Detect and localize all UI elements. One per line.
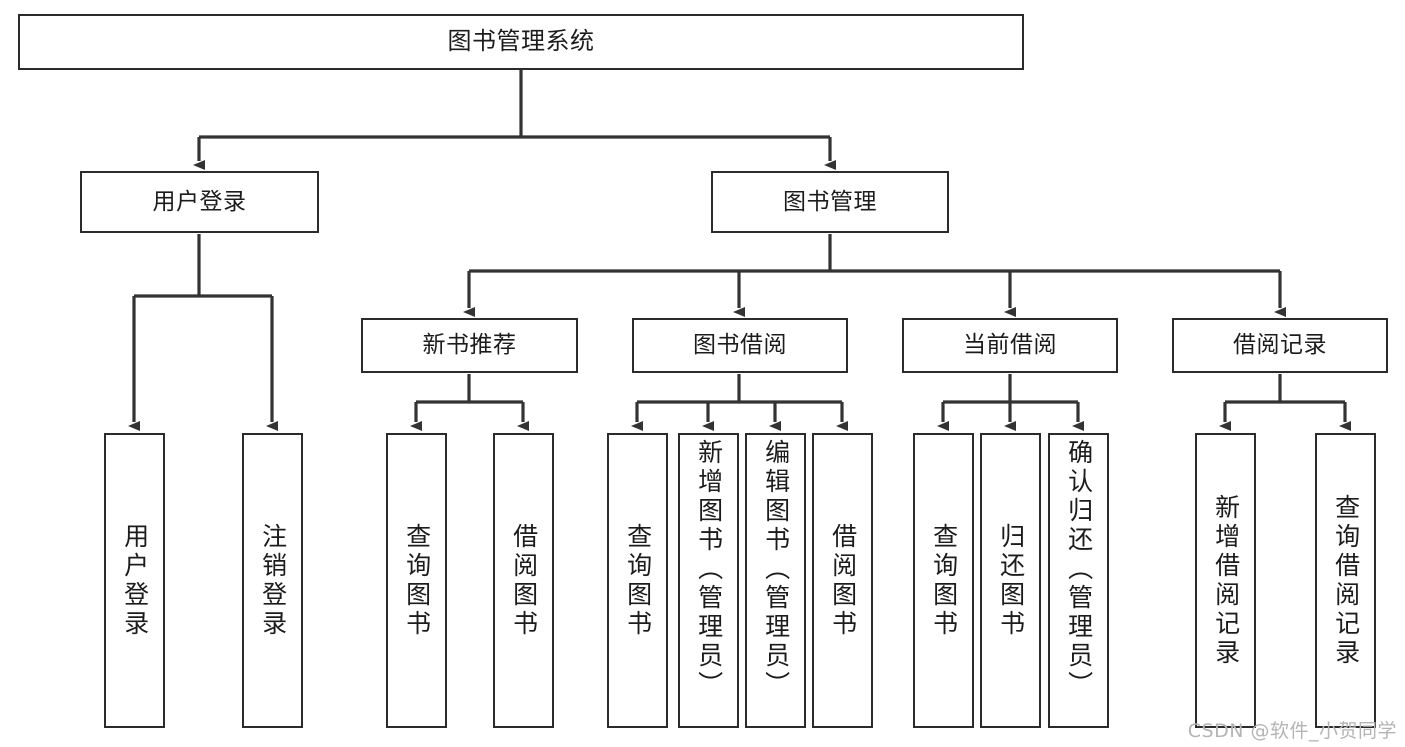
node-leaf-logout[interactable]: 注销登录 (242, 433, 303, 728)
node-leaf-add-book[interactable]: 新增图书（管理员） (678, 433, 739, 728)
node-user-login[interactable]: 用户登录 (80, 171, 319, 233)
node-leaf-borrow-book-rec[interactable]: 借阅图书 (493, 433, 554, 728)
node-borrow-record[interactable]: 借阅记录 (1172, 318, 1388, 373)
node-leaf-edit-book-label: 编辑图书（管理员） (761, 439, 791, 700)
node-leaf-query-book-borrow[interactable]: 查询图书 (607, 433, 668, 728)
node-leaf-borrow-book-rec-label: 借阅图书 (509, 522, 539, 639)
node-leaf-query-book-current[interactable]: 查询图书 (913, 433, 974, 728)
node-leaf-user-login[interactable]: 用户登录 (104, 433, 165, 728)
node-leaf-user-login-label: 用户登录 (120, 522, 150, 639)
node-leaf-borrow-book[interactable]: 借阅图书 (812, 433, 873, 728)
node-leaf-query-record-label: 查询借阅记录 (1331, 493, 1361, 668)
node-leaf-add-record-label: 新增借阅记录 (1211, 493, 1241, 668)
node-book-manage[interactable]: 图书管理 (711, 171, 949, 233)
node-user-login-label: 用户登录 (152, 188, 247, 215)
node-new-book-rec-label: 新书推荐 (422, 332, 517, 359)
node-leaf-query-book-rec-label: 查询图书 (402, 522, 432, 639)
node-book-borrow-label: 图书借阅 (693, 332, 787, 359)
node-root[interactable]: 图书管理系统 (18, 14, 1024, 70)
node-book-borrow[interactable]: 图书借阅 (632, 318, 848, 373)
node-leaf-edit-book[interactable]: 编辑图书（管理员） (745, 433, 806, 728)
node-leaf-add-record[interactable]: 新增借阅记录 (1195, 433, 1256, 728)
node-borrow-record-label: 借阅记录 (1233, 332, 1327, 359)
node-leaf-confirm-return[interactable]: 确认归还（管理员） (1048, 433, 1109, 728)
node-leaf-confirm-return-label: 确认归还（管理员） (1064, 439, 1094, 700)
node-book-manage-label: 图书管理 (783, 188, 877, 215)
node-leaf-return-book[interactable]: 归还图书 (980, 433, 1041, 728)
node-leaf-query-book-current-label: 查询图书 (929, 522, 959, 639)
node-root-label: 图书管理系统 (447, 27, 595, 56)
csdn-watermark: CSDN @软件_小贺同学 (1187, 720, 1397, 742)
node-leaf-query-record[interactable]: 查询借阅记录 (1315, 433, 1376, 728)
node-leaf-borrow-book-label: 借阅图书 (828, 522, 858, 639)
node-current-borrow[interactable]: 当前借阅 (902, 318, 1118, 373)
node-leaf-query-book-borrow-label: 查询图书 (623, 522, 653, 639)
node-new-book-rec[interactable]: 新书推荐 (361, 318, 578, 373)
node-leaf-query-book-rec[interactable]: 查询图书 (386, 433, 447, 728)
node-current-borrow-label: 当前借阅 (963, 332, 1057, 359)
node-leaf-add-book-label: 新增图书（管理员） (694, 439, 724, 700)
node-leaf-return-book-label: 归还图书 (996, 522, 1026, 639)
node-leaf-logout-label: 注销登录 (258, 522, 288, 639)
